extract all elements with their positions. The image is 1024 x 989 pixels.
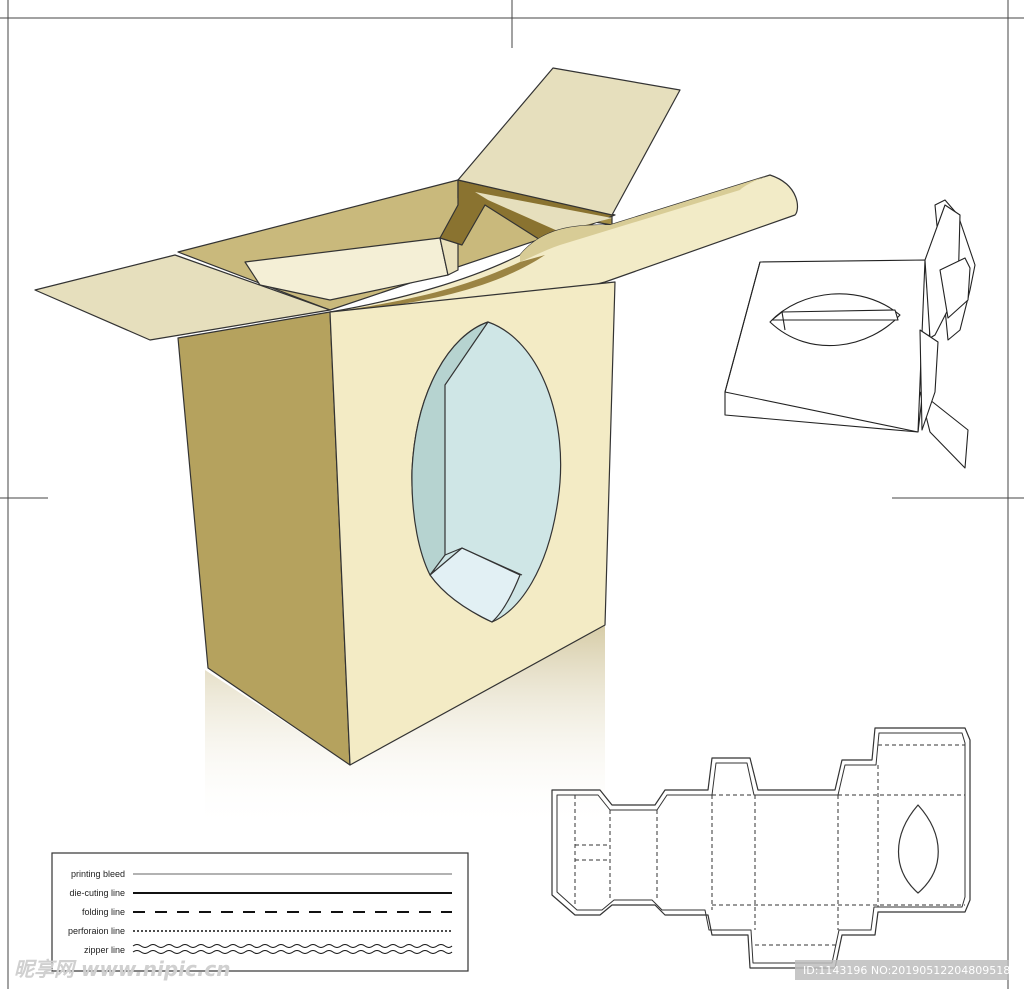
legend-frame xyxy=(51,852,469,972)
legend-label-die-cutting: die-cuting line xyxy=(69,888,125,898)
dieline-inner xyxy=(556,732,966,964)
legend-label-folding: folding line xyxy=(82,907,125,917)
legend-swatch-wavy xyxy=(132,944,453,948)
back-flap-fold-light xyxy=(475,192,612,232)
legend-swatch-wavy-2 xyxy=(132,950,453,954)
curved-flap-underside xyxy=(520,175,770,262)
dieline-window xyxy=(898,804,939,894)
top-back-flap xyxy=(457,67,681,216)
open-window-box-3d xyxy=(34,67,799,830)
watermark-id-bar xyxy=(795,960,1009,980)
left-flap xyxy=(34,254,331,341)
inner-partition xyxy=(244,237,449,301)
legend-label-zipper: zipper line xyxy=(84,945,125,955)
watermark: 昵享网 www.nipic.cn ID:1143196 NO:201905122… xyxy=(14,957,1024,981)
window-inner-floor xyxy=(429,547,521,623)
watermark-id: ID:1143196 NO:20190512204809518080 xyxy=(803,964,1024,977)
box-left-face xyxy=(177,311,351,766)
watermark-brand: 昵享网 www.nipic.cn xyxy=(14,957,231,981)
legend-label-printing-bleed: printing bleed xyxy=(71,869,125,879)
legend-label-perforation: perforaion line xyxy=(68,926,125,936)
window-box-line-drawing xyxy=(724,199,976,469)
dieline-outer xyxy=(551,727,971,969)
line-legend: printing bleed die-cuting line folding l… xyxy=(51,852,469,972)
floor-shadow xyxy=(205,625,605,830)
box-dieline xyxy=(551,727,971,969)
window-inner-wall xyxy=(411,321,489,576)
